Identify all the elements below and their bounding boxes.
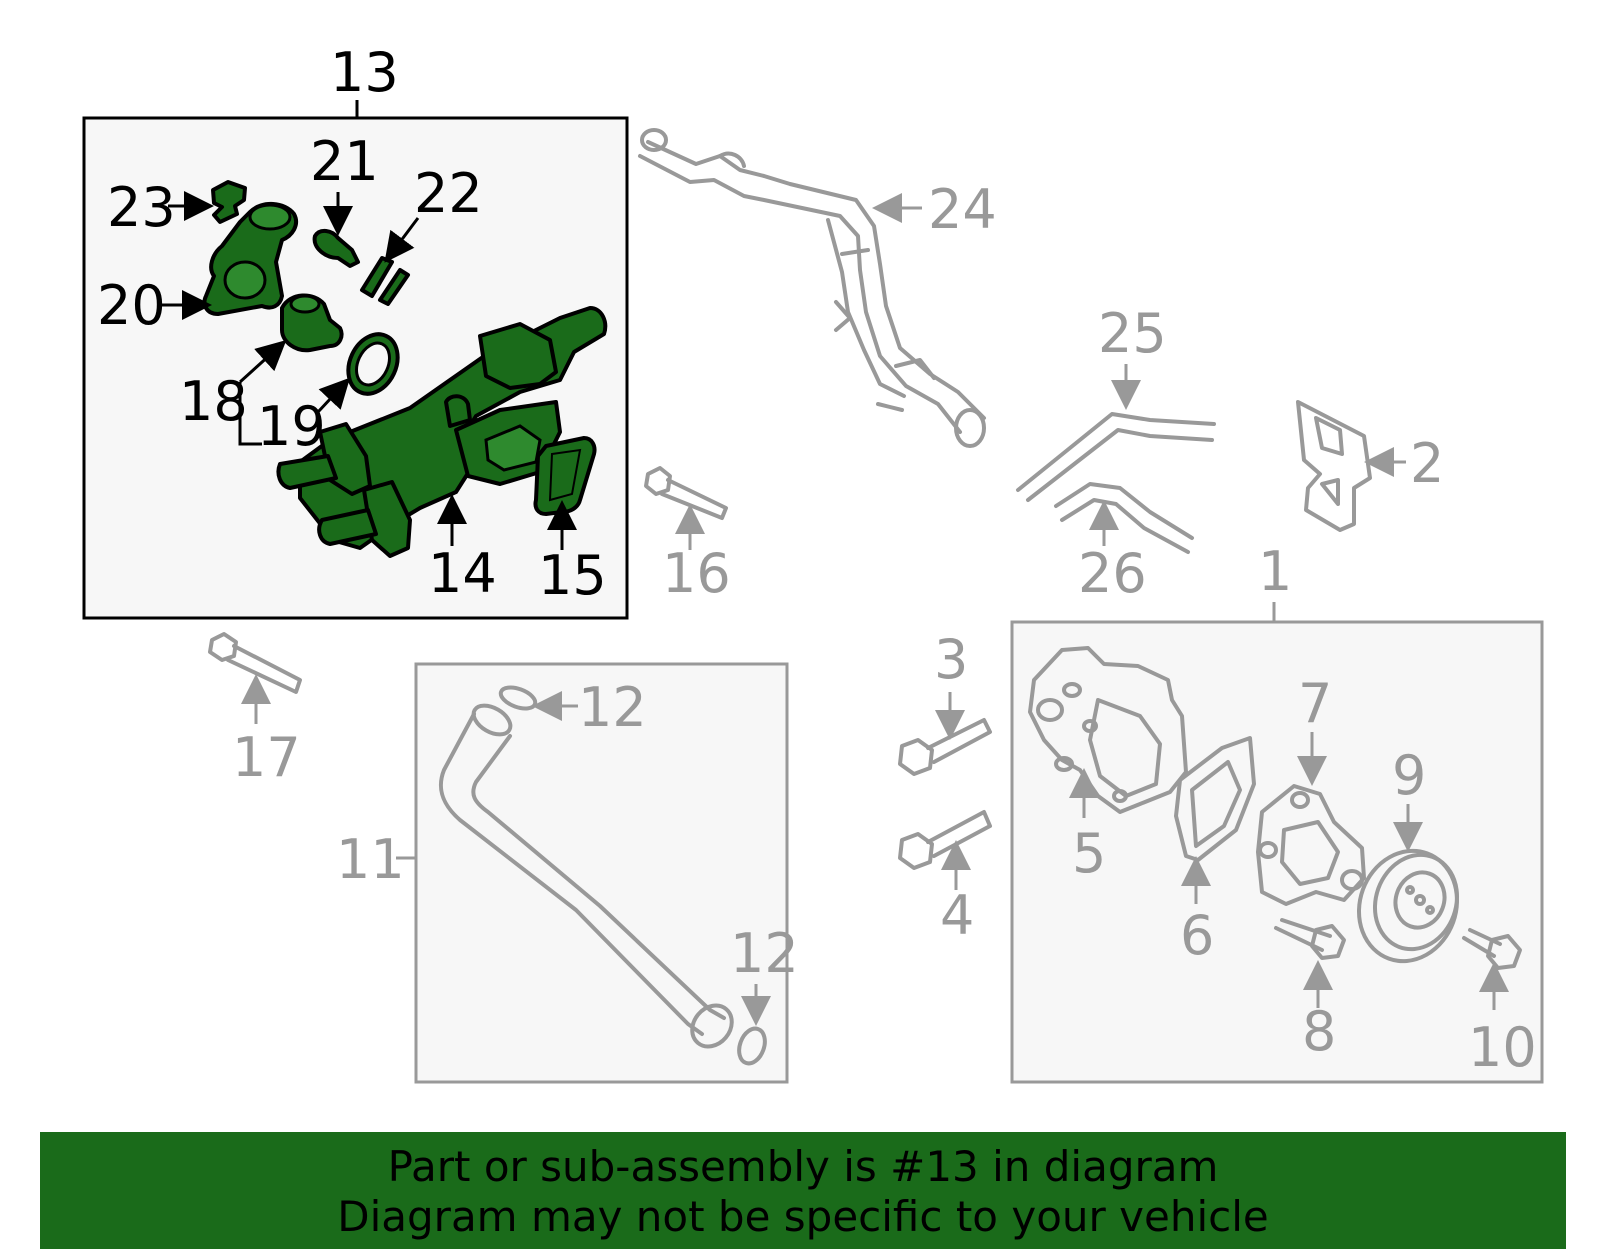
oring-12-bottom[interactable]	[735, 1025, 770, 1067]
assembly-11-box	[414, 662, 789, 1084]
assembly-13-group[interactable]: 13 23 21 22 20 18 19 14 15	[82, 41, 629, 620]
callout-26: 26	[1078, 542, 1147, 605]
callout-2: 2	[1410, 432, 1444, 495]
bolt-3[interactable]: 3	[898, 628, 992, 776]
water-pump-7[interactable]	[1256, 784, 1366, 906]
info-banner: Part or sub-assembly is #13 in diagram D…	[40, 1132, 1566, 1249]
banner-line-2: Diagram may not be specific to your vehi…	[337, 1192, 1269, 1241]
callout-4: 4	[940, 884, 974, 947]
callout-17: 17	[232, 726, 301, 789]
callout-7: 7	[1298, 672, 1332, 735]
coolant-hose-11[interactable]	[438, 700, 740, 1055]
callout-25: 25	[1098, 302, 1167, 365]
callout-5: 5	[1072, 822, 1106, 885]
callout-9: 9	[1392, 744, 1426, 807]
bracket-23[interactable]	[211, 180, 247, 224]
callout-13: 13	[330, 41, 399, 104]
pulley-9[interactable]	[1344, 837, 1473, 975]
hose-25[interactable]: 25	[1016, 302, 1216, 502]
callout-1: 1	[1258, 540, 1292, 603]
callout-12-top: 12	[578, 676, 647, 739]
callout-15: 15	[538, 544, 607, 607]
callout-23: 23	[107, 176, 176, 239]
callout-8: 8	[1302, 1000, 1336, 1063]
callout-19: 19	[257, 395, 326, 458]
banner-line-1: Part or sub-assembly is #13 in diagram	[387, 1142, 1219, 1191]
callout-3: 3	[934, 628, 968, 691]
callout-12-bottom: 12	[730, 922, 799, 985]
callout-20: 20	[97, 274, 166, 337]
callout-18: 18	[179, 370, 248, 433]
callout-22: 22	[414, 162, 483, 225]
callout-16: 16	[662, 542, 731, 605]
sensor-21[interactable]	[312, 229, 360, 268]
thermostat-18[interactable]	[280, 293, 344, 353]
assembly-11-group[interactable]: 11 12 12	[336, 662, 799, 1084]
pipe-24[interactable]: 24	[638, 128, 997, 448]
callout-6: 6	[1180, 904, 1214, 967]
callout-21: 21	[310, 130, 379, 193]
assembly-1-group[interactable]: 1 5 6 7 8 9 10	[1010, 540, 1544, 1084]
bolt-17[interactable]: 17	[208, 632, 302, 789]
gasket-6[interactable]	[1174, 736, 1256, 862]
hose-26[interactable]: 26	[1054, 482, 1194, 605]
bolt-8[interactable]	[1274, 918, 1346, 1008]
housing-cover-20[interactable]	[202, 202, 299, 316]
callout-10: 10	[1468, 1016, 1537, 1079]
callout-14: 14	[428, 542, 497, 605]
bolt-4[interactable]: 4	[898, 810, 992, 947]
callout-11: 11	[336, 828, 405, 891]
bracket-2[interactable]: 2	[1296, 400, 1444, 532]
callout-24: 24	[928, 178, 997, 241]
bolt-10[interactable]	[1462, 928, 1522, 1010]
water-outlet-housing-14[interactable]	[276, 306, 608, 558]
bolt-16[interactable]: 16	[644, 466, 731, 605]
gasket-ring-19[interactable]	[339, 326, 407, 402]
